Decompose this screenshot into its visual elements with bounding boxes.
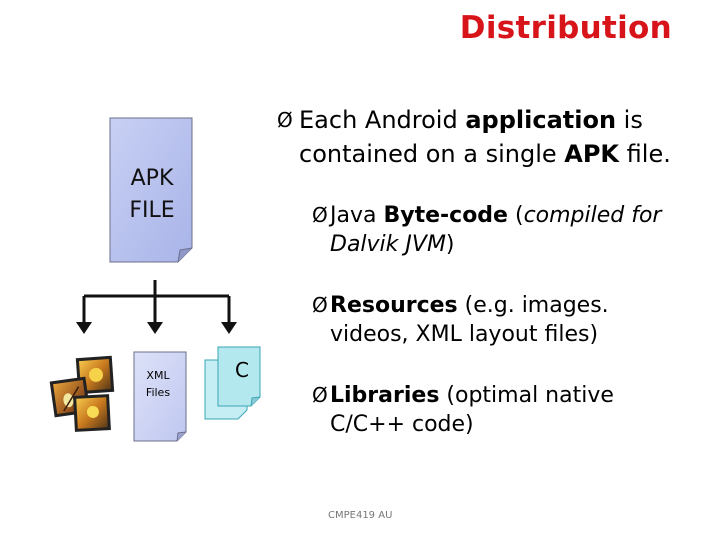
- bullet-text: Resources (e.g. images. videos, XML layo…: [312, 291, 682, 349]
- xml-label-line2: Files: [145, 386, 171, 399]
- text-run-bold: Libraries: [330, 383, 440, 408]
- text-run: file.: [619, 140, 671, 168]
- apk-label-line1: APK: [130, 166, 174, 191]
- bullet-text: Libraries (optimal native C/C++ code): [312, 381, 682, 439]
- text-run-bold: Resources: [330, 293, 458, 318]
- connector-arrows: [82, 280, 231, 324]
- xml-file-label: XML Files: [136, 367, 180, 401]
- apk-file-label: APK FILE: [112, 163, 192, 227]
- text-run: (optimal native C/C++ code): [330, 383, 614, 437]
- text-run: ): [445, 232, 455, 257]
- c-file-label: C: [235, 358, 249, 382]
- bullet-text: Each Android application is contained on…: [277, 103, 697, 171]
- text-run-bold: application: [465, 106, 617, 134]
- bullet-resources: Ø Resources (e.g. images. videos, XML la…: [312, 291, 682, 349]
- bullet-text: Java Byte-code (compiled for Dalvik JVM): [312, 201, 672, 259]
- xml-label-line1: XML: [146, 369, 170, 382]
- apk-file-icon: [109, 117, 193, 263]
- bullet-arrow-icon: Ø: [277, 108, 293, 132]
- text-run: Each Android: [299, 106, 466, 134]
- text-run: Java: [330, 203, 384, 228]
- text-run: (e.g. images. videos, XML layout files): [330, 293, 609, 347]
- text-run-italic: compiled for Dalvik JVM: [330, 203, 662, 257]
- bullet-arrow-icon: Ø: [312, 203, 328, 227]
- apk-label-line2: FILE: [129, 198, 175, 223]
- bullet-apk-container: Ø Each Android application is contained …: [277, 103, 697, 171]
- text-run: (: [507, 203, 524, 228]
- text-run-bold: APK: [564, 140, 620, 168]
- bullet-arrow-icon: Ø: [312, 383, 328, 407]
- bullet-libraries: Ø Libraries (optimal native C/C++ code): [312, 381, 682, 439]
- bullet-bytecode: Ø Java Byte-code (compiled for Dalvik JV…: [312, 201, 672, 259]
- image-files-icon: [49, 355, 115, 432]
- c-source-files-icon: [204, 346, 261, 420]
- bullet-arrow-icon: Ø: [312, 293, 328, 317]
- arrow-heads: [76, 322, 237, 334]
- text-run: is contained on a single: [299, 106, 643, 168]
- xml-file-icon: [133, 351, 187, 442]
- slide-title: Distribution: [459, 10, 672, 46]
- text-run-bold: Byte-code: [383, 203, 508, 228]
- slide-footer: CMPE419 AU: [328, 510, 393, 521]
